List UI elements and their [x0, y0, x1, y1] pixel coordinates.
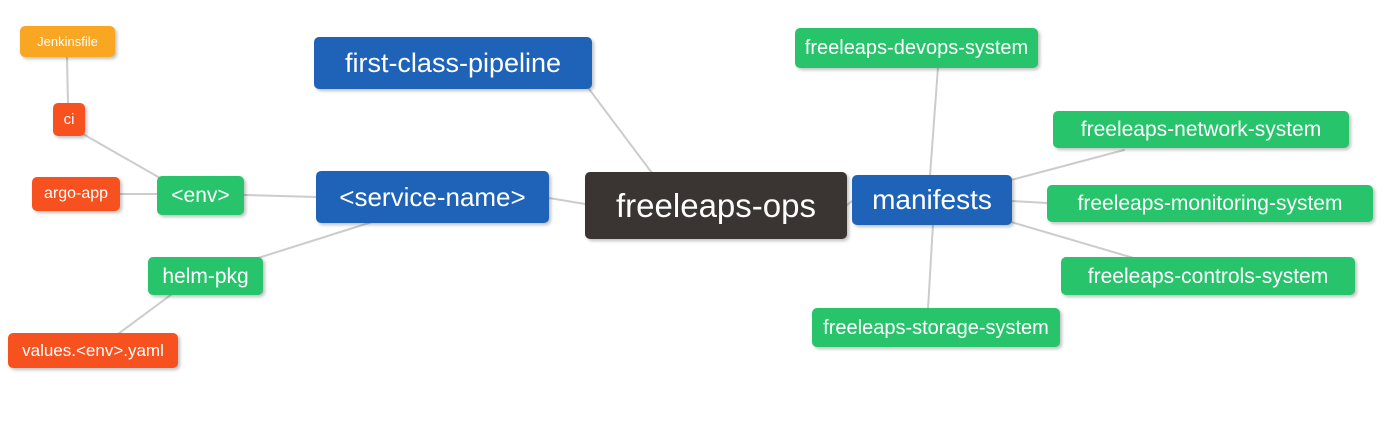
edge-manifests-controls-system: [1010, 221, 1138, 260]
node-values-env-yaml[interactable]: values.<env>.yaml: [8, 333, 178, 368]
edge-service-name-freeleaps-ops: [548, 197, 586, 205]
node-ci[interactable]: ci: [53, 103, 85, 136]
edge-jenkinsfile-ci: [66, 56, 69, 105]
edge-freeleaps-ops-manifests: [846, 200, 853, 206]
node-freeleaps-devops-system[interactable]: freeleaps-devops-system: [795, 28, 1038, 68]
edge-ci-env: [82, 133, 161, 179]
node-env[interactable]: <env>: [157, 176, 244, 215]
node-first-class-pipeline[interactable]: first-class-pipeline: [314, 37, 592, 89]
edge-helm-pkg-service-name: [257, 221, 373, 259]
node-freeleaps-controls-system[interactable]: freeleaps-controls-system: [1061, 257, 1355, 295]
node-freeleaps-network-system[interactable]: freeleaps-network-system: [1053, 111, 1349, 148]
edge-manifests-devops-system: [929, 66, 939, 177]
node-jenkinsfile[interactable]: Jenkinsfile: [20, 26, 115, 57]
edge-manifests-network-system: [1010, 149, 1125, 181]
edge-values-helm-pkg: [117, 293, 173, 335]
node-manifests[interactable]: manifests: [852, 175, 1012, 225]
node-helm-pkg[interactable]: helm-pkg: [148, 257, 263, 295]
node-service-name[interactable]: <service-name>: [316, 171, 549, 223]
node-freeleaps-ops[interactable]: freeleaps-ops: [585, 172, 847, 239]
node-freeleaps-storage-system[interactable]: freeleaps-storage-system: [812, 308, 1060, 347]
edge-manifests-storage-system: [927, 223, 934, 310]
node-freeleaps-monitoring-system[interactable]: freeleaps-monitoring-system: [1047, 185, 1373, 222]
edge-manifests-monitoring-system: [1011, 200, 1048, 204]
edge-pipeline-freeleaps-ops: [588, 88, 653, 174]
edge-env-service-name: [243, 194, 317, 198]
node-argo-app[interactable]: argo-app: [32, 177, 120, 211]
